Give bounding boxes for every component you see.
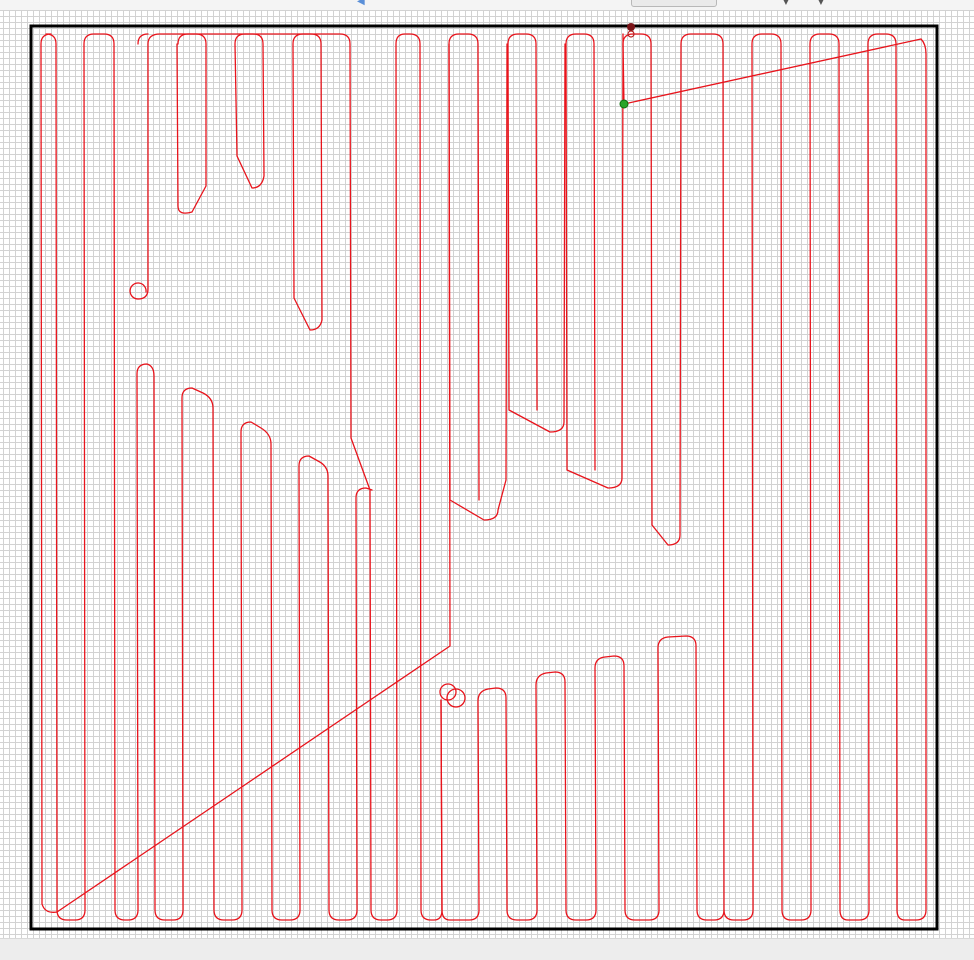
room-boundary [29, 24, 939, 931]
heating-pipe-path [40, 33, 451, 921]
top-toolbar: ◀ ▼ ▼ [0, 0, 974, 10]
end-marker-ring [627, 30, 635, 38]
start-marker[interactable] [619, 99, 629, 109]
collapse-left-icon[interactable]: ◀ [357, 0, 365, 7]
heating-pipe-path [129, 33, 323, 331]
chevron-down-icon[interactable]: ▼ [817, 0, 825, 6]
heating-pipe-path [623, 33, 927, 921]
pipe-loop-coil [446, 688, 466, 708]
chevron-down-icon[interactable]: ▼ [782, 0, 790, 6]
pipe-loop-coil [439, 683, 457, 701]
status-bar [0, 938, 974, 960]
heating-pipe-path [448, 33, 624, 521]
drawing-canvas[interactable] [0, 10, 974, 938]
heating-pipe-path [440, 33, 725, 921]
pipe-layout-drawing [29, 23, 939, 931]
end-marker[interactable] [627, 23, 635, 31]
toolbar-input-field[interactable] [631, 0, 717, 7]
